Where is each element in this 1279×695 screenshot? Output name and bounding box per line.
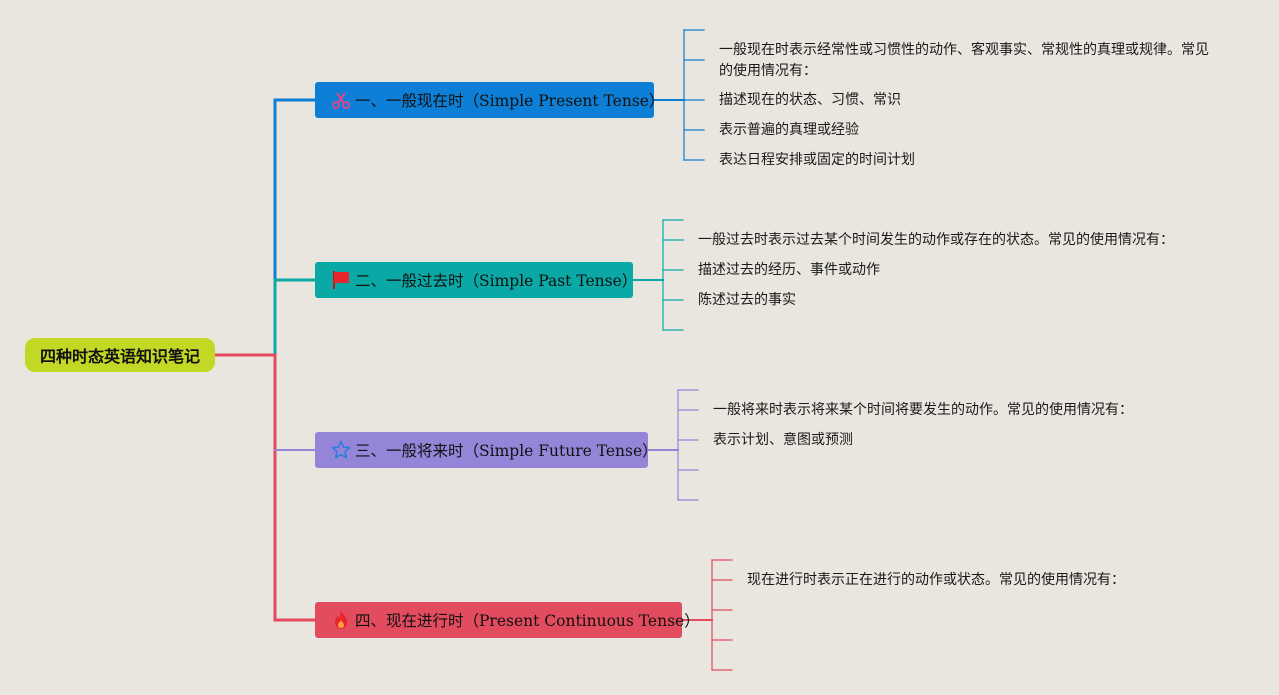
leaf-text: 现在进行时表示正在进行的动作或状态。常见的使用情况有： — [747, 572, 1125, 588]
branch-node-present-continuous[interactable]: 四、现在进行时（Present Continuous Tense） — [315, 602, 700, 638]
root-node[interactable]: 四种时态英语知识笔记 — [25, 338, 215, 372]
flag-icon — [331, 269, 351, 291]
leaf-text: 描述现在的状态、习惯、常识 — [719, 92, 901, 108]
leaf-text: 一般过去时表示过去某个时间发生的动作或存在的状态。常见的使用情况有： — [698, 232, 1174, 248]
branch-label: 四、现在进行时（Present Continuous Tense） — [355, 612, 700, 630]
leaf-text: 表示计划、意图或预测 — [713, 432, 853, 448]
root-title: 四种时态英语知识笔记 — [39, 347, 200, 366]
branch-node-simple-past[interactable]: 二、一般过去时（Simple Past Tense） — [315, 262, 637, 298]
leaf-text: 一般现在时表示经常性或习惯性的动作、客观事实、常规性的真理或规律。常见的使用情况… — [719, 42, 1209, 79]
branch-label: 三、一般将来时（Simple Future Tense） — [355, 442, 658, 460]
leaf-text: 表示普遍的真理或经验 — [719, 122, 859, 138]
branch-label: 一、一般现在时（Simple Present Tense） — [355, 92, 665, 110]
leaf-text: 描述过去的经历、事件或动作 — [698, 262, 880, 278]
branch-node-simple-future[interactable]: 三、一般将来时（Simple Future Tense） — [315, 432, 658, 468]
branch-node-simple-present[interactable]: 一、一般现在时（Simple Present Tense） — [315, 82, 664, 118]
fire-icon — [331, 609, 351, 631]
leaf-text: 一般将来时表示将来某个时间将要发生的动作。常见的使用情况有： — [713, 402, 1133, 418]
leaf-text: 表达日程安排或固定的时间计划 — [719, 152, 915, 168]
scissors-icon — [331, 89, 351, 111]
leaf-text: 陈述过去的事实 — [698, 292, 796, 308]
star-icon — [331, 439, 351, 461]
branch-label: 二、一般过去时（Simple Past Tense） — [355, 272, 638, 290]
